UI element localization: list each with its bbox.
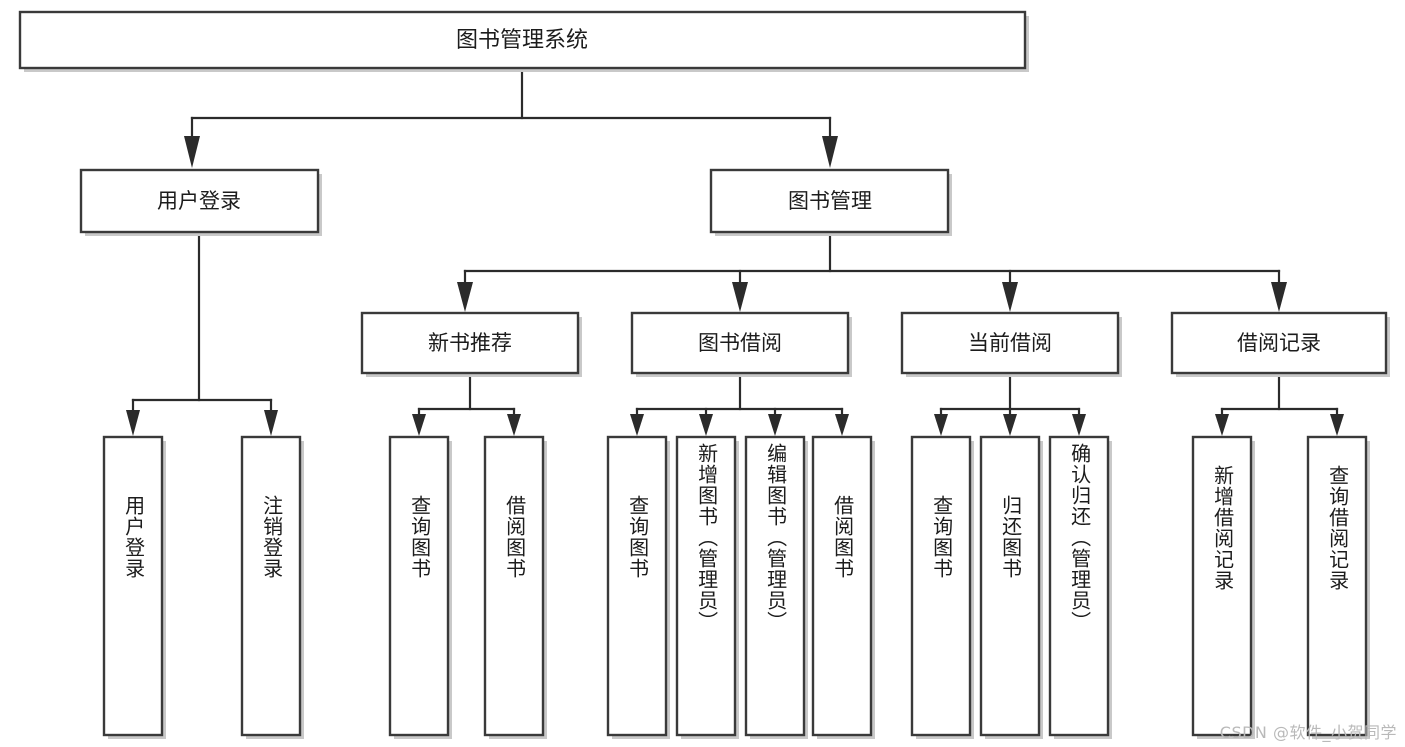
- connector-group-newbook-to-leaves: [412, 373, 521, 436]
- node-current-borrow[interactable]: 当前借阅: [900, 311, 1122, 377]
- arrow-book-manage: [822, 136, 838, 168]
- node-current-borrow-rect: [900, 311, 1120, 375]
- leaf-box-new-book-1[interactable]: [388, 435, 452, 739]
- leaf-box-book-borrow-3[interactable]: [744, 435, 808, 739]
- node-new-book-recommend[interactable]: 新书推荐: [360, 311, 582, 377]
- node-book-manage[interactable]: 图书管理: [709, 168, 952, 236]
- node-root-label: 图书管理系统: [456, 28, 588, 53]
- leaf-box-user-login-1[interactable]: [102, 435, 166, 739]
- node-book-borrow[interactable]: 图书借阅: [630, 311, 852, 377]
- node-borrow-record[interactable]: 借阅记录: [1170, 311, 1390, 377]
- node-borrow-record-rect: [1170, 311, 1388, 375]
- node-user-login[interactable]: 用户登录: [79, 168, 322, 236]
- leaf-box-current-borrow-1[interactable]: [910, 435, 974, 739]
- connector-group-currentborrow-to-leaves: [934, 373, 1086, 436]
- arrow-leaf-n2: [507, 414, 521, 436]
- arrow-leaf-b4: [835, 414, 849, 436]
- leaf-box-book-borrow-2[interactable]: [675, 435, 739, 739]
- arrow-bookborrow: [732, 282, 748, 312]
- arrow-leaf-u1: [126, 410, 140, 436]
- connector-group-borrowrecord-to-leaves: [1215, 373, 1344, 436]
- arrow-newbook: [457, 282, 473, 312]
- node-new-book-recommend-label: 新书推荐: [428, 331, 512, 355]
- connector-group-booksmanage-to-level2: [457, 231, 1287, 312]
- connector-group-bookborrow-to-leaves: [630, 373, 849, 436]
- arrow-leaf-u2: [264, 410, 278, 436]
- node-book-manage-label: 图书管理: [788, 189, 872, 213]
- arrow-leaf-b3: [768, 414, 782, 436]
- arrow-leaf-n1: [412, 414, 426, 436]
- node-root[interactable]: 图书管理系统: [18, 10, 1029, 72]
- node-current-borrow-label: 当前借阅: [968, 331, 1052, 355]
- node-new-book-recommend-rect: [360, 311, 580, 375]
- node-user-login-rect: [79, 168, 320, 234]
- arrow-leaf-r2: [1330, 414, 1344, 436]
- leaf-box-borrow-record-2[interactable]: [1306, 435, 1370, 739]
- arrow-leaf-r1: [1215, 414, 1229, 436]
- node-borrow-record-label: 借阅记录: [1237, 331, 1321, 355]
- leaf-box-user-login-2[interactable]: [240, 435, 304, 739]
- node-root-rect: [18, 10, 1027, 70]
- arrow-user-login: [184, 136, 200, 168]
- leaf-box-borrow-record-1[interactable]: [1191, 435, 1255, 739]
- leaf-box-current-borrow-2[interactable]: [979, 435, 1043, 739]
- leaf-box-book-borrow-4[interactable]: [811, 435, 875, 739]
- node-user-login-label: 用户登录: [157, 189, 241, 213]
- arrow-leaf-b2: [699, 414, 713, 436]
- arrow-borrowrecord: [1271, 282, 1287, 312]
- node-book-manage-rect: [709, 168, 950, 234]
- arrow-currentborrow: [1002, 282, 1018, 312]
- arrow-leaf-c2: [1003, 414, 1017, 436]
- arrow-leaf-b1: [630, 414, 644, 436]
- leaf-box-current-borrow-3[interactable]: [1048, 435, 1112, 739]
- leaf-box-book-borrow-1[interactable]: [606, 435, 670, 739]
- arrow-leaf-c3: [1072, 414, 1086, 436]
- arrow-leaf-c1: [934, 414, 948, 436]
- connector-group-userlogin-to-leaves: [126, 231, 278, 436]
- csdn-watermark: CSDN @软件_小贺同学: [1219, 723, 1397, 742]
- node-book-borrow-rect: [630, 311, 850, 375]
- node-book-borrow-label: 图书借阅: [698, 331, 782, 355]
- connector-group-root-to-level1: [184, 66, 838, 168]
- leaf-box-new-book-2[interactable]: [483, 435, 547, 739]
